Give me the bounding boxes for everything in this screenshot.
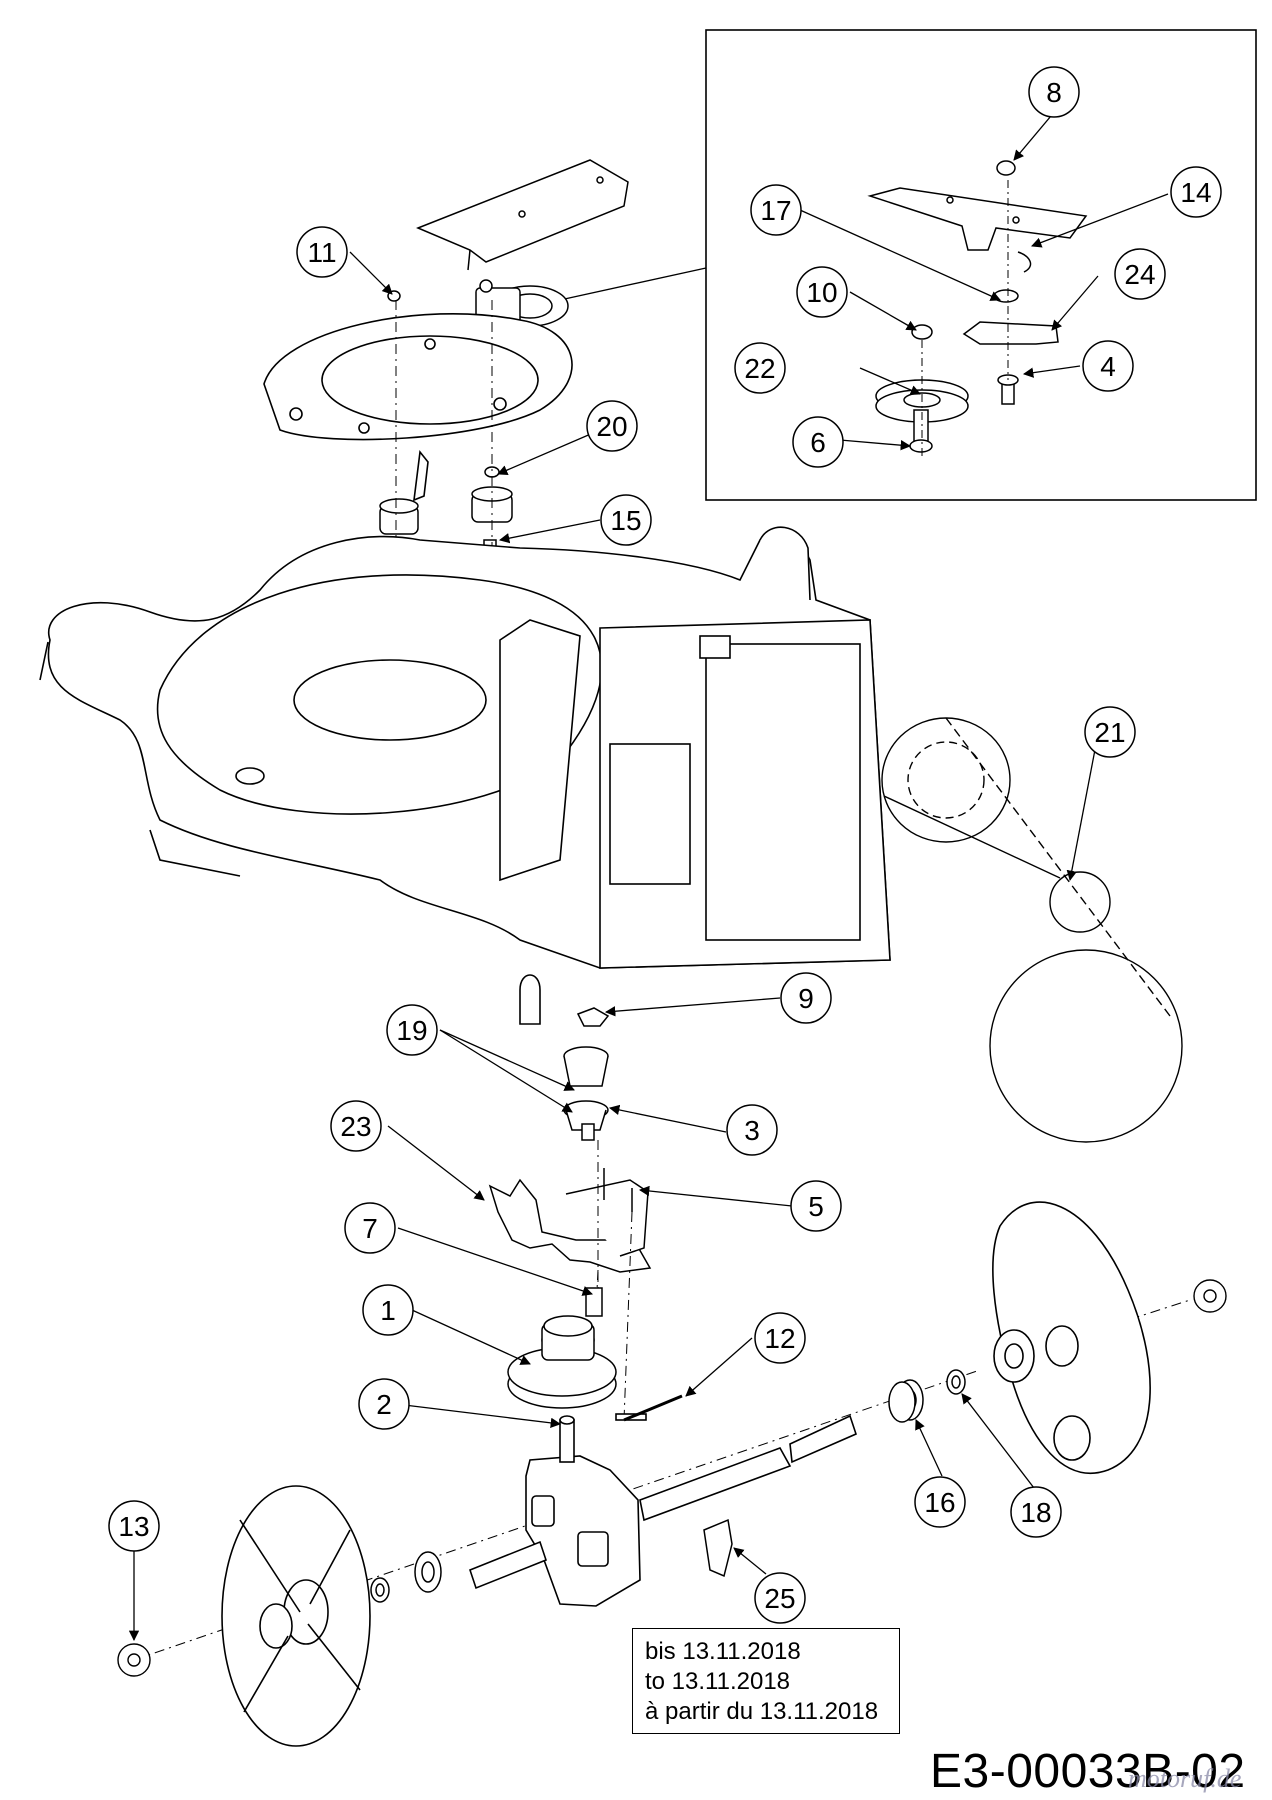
- svg-text:13: 13: [118, 1511, 149, 1542]
- callout-2: 2: [358, 1378, 410, 1430]
- svg-text:7: 7: [362, 1213, 378, 1244]
- left-pinion: [117, 1643, 151, 1677]
- callout-11: 11: [296, 226, 348, 278]
- svg-text:19: 19: [396, 1015, 427, 1046]
- svg-text:22: 22: [744, 353, 775, 384]
- callout-5: 5: [790, 1180, 842, 1232]
- inset-center-lines: [921, 180, 1009, 460]
- callout-25: 25: [754, 1572, 806, 1624]
- callout-7: 7: [344, 1202, 396, 1254]
- callout-15: 15: [600, 494, 652, 546]
- svg-text:14: 14: [1180, 177, 1211, 208]
- date-note-line-2: to 13.11.2018: [645, 1668, 791, 1695]
- cable-unit: [475, 279, 569, 327]
- drive-pulley: [507, 1287, 617, 1409]
- date-note-line-3: à partir du 13.11.2018: [645, 1698, 879, 1725]
- callout-16: 16: [914, 1476, 966, 1528]
- left-wheel: [221, 1485, 371, 1747]
- callout-4: 4: [1082, 340, 1134, 392]
- center-lines: [395, 300, 493, 580]
- svg-text:17: 17: [760, 195, 791, 226]
- svg-text:10: 10: [806, 277, 837, 308]
- inset-bracket: [867, 160, 1088, 405]
- svg-text:20: 20: [596, 411, 627, 442]
- svg-text:25: 25: [764, 1583, 795, 1614]
- svg-text:3: 3: [744, 1115, 760, 1146]
- svg-text:4: 4: [1100, 351, 1116, 382]
- svg-text:2: 2: [376, 1389, 392, 1420]
- svg-text:12: 12: [764, 1323, 795, 1354]
- date-note-line-1: bis 13.11.2018: [645, 1638, 801, 1665]
- mounting-plate: [416, 159, 629, 271]
- callout-21: 21: [1084, 706, 1136, 758]
- drive-belt: [881, 717, 1183, 1143]
- callout-23: 23: [330, 1100, 382, 1152]
- callout-19: 19: [386, 1004, 438, 1056]
- mower-deck: [39, 526, 891, 1025]
- svg-text:5: 5: [808, 1191, 824, 1222]
- gearbox-bracket: [488, 1168, 652, 1273]
- svg-text:21: 21: [1094, 717, 1125, 748]
- bearings: [370, 1369, 966, 1603]
- svg-text:11: 11: [307, 237, 336, 268]
- callout-9: 9: [780, 972, 832, 1024]
- svg-text:8: 8: [1046, 77, 1062, 108]
- callout-8: 8: [1028, 66, 1080, 118]
- svg-text:15: 15: [610, 505, 641, 536]
- callout-13: 13: [108, 1500, 160, 1552]
- document-code: E3-00033B-02: [930, 1745, 1246, 1798]
- inset-connector: [559, 267, 707, 301]
- inset-frame: [705, 29, 1257, 501]
- callout-24: 24: [1114, 248, 1166, 300]
- callout-14: 14: [1170, 166, 1222, 218]
- callout-6: 6: [792, 416, 844, 468]
- callout-20: 20: [586, 400, 638, 452]
- svg-text:6: 6: [810, 427, 826, 458]
- callout-1: 1: [362, 1284, 414, 1336]
- callout-17: 17: [750, 184, 802, 236]
- right-pinion: [1193, 1279, 1227, 1313]
- svg-text:16: 16: [924, 1487, 955, 1518]
- svg-text:23: 23: [340, 1111, 371, 1142]
- pulley-hub: [563, 1007, 610, 1141]
- bolt-12: [623, 1394, 683, 1422]
- clip-part: [703, 1518, 733, 1578]
- leader-lines: [128, 109, 1169, 1642]
- callout-22: 22: [734, 342, 786, 394]
- gearbox: [469, 1413, 857, 1607]
- callout-12: 12: [754, 1312, 806, 1364]
- right-wheel: [992, 1201, 1151, 1474]
- callout-18: 18: [1010, 1486, 1062, 1538]
- svg-text:9: 9: [798, 983, 814, 1014]
- watermark: motoruf.de: [1128, 1764, 1242, 1793]
- svg-text:18: 18: [1020, 1497, 1051, 1528]
- ring-plate: [263, 312, 573, 502]
- callout-3: 3: [726, 1104, 778, 1156]
- svg-text:1: 1: [380, 1295, 396, 1326]
- svg-text:24: 24: [1124, 259, 1155, 290]
- date-note-box: bis 13.11.2018 to 13.11.2018 à partir du…: [632, 1628, 900, 1734]
- callout-10: 10: [796, 266, 848, 318]
